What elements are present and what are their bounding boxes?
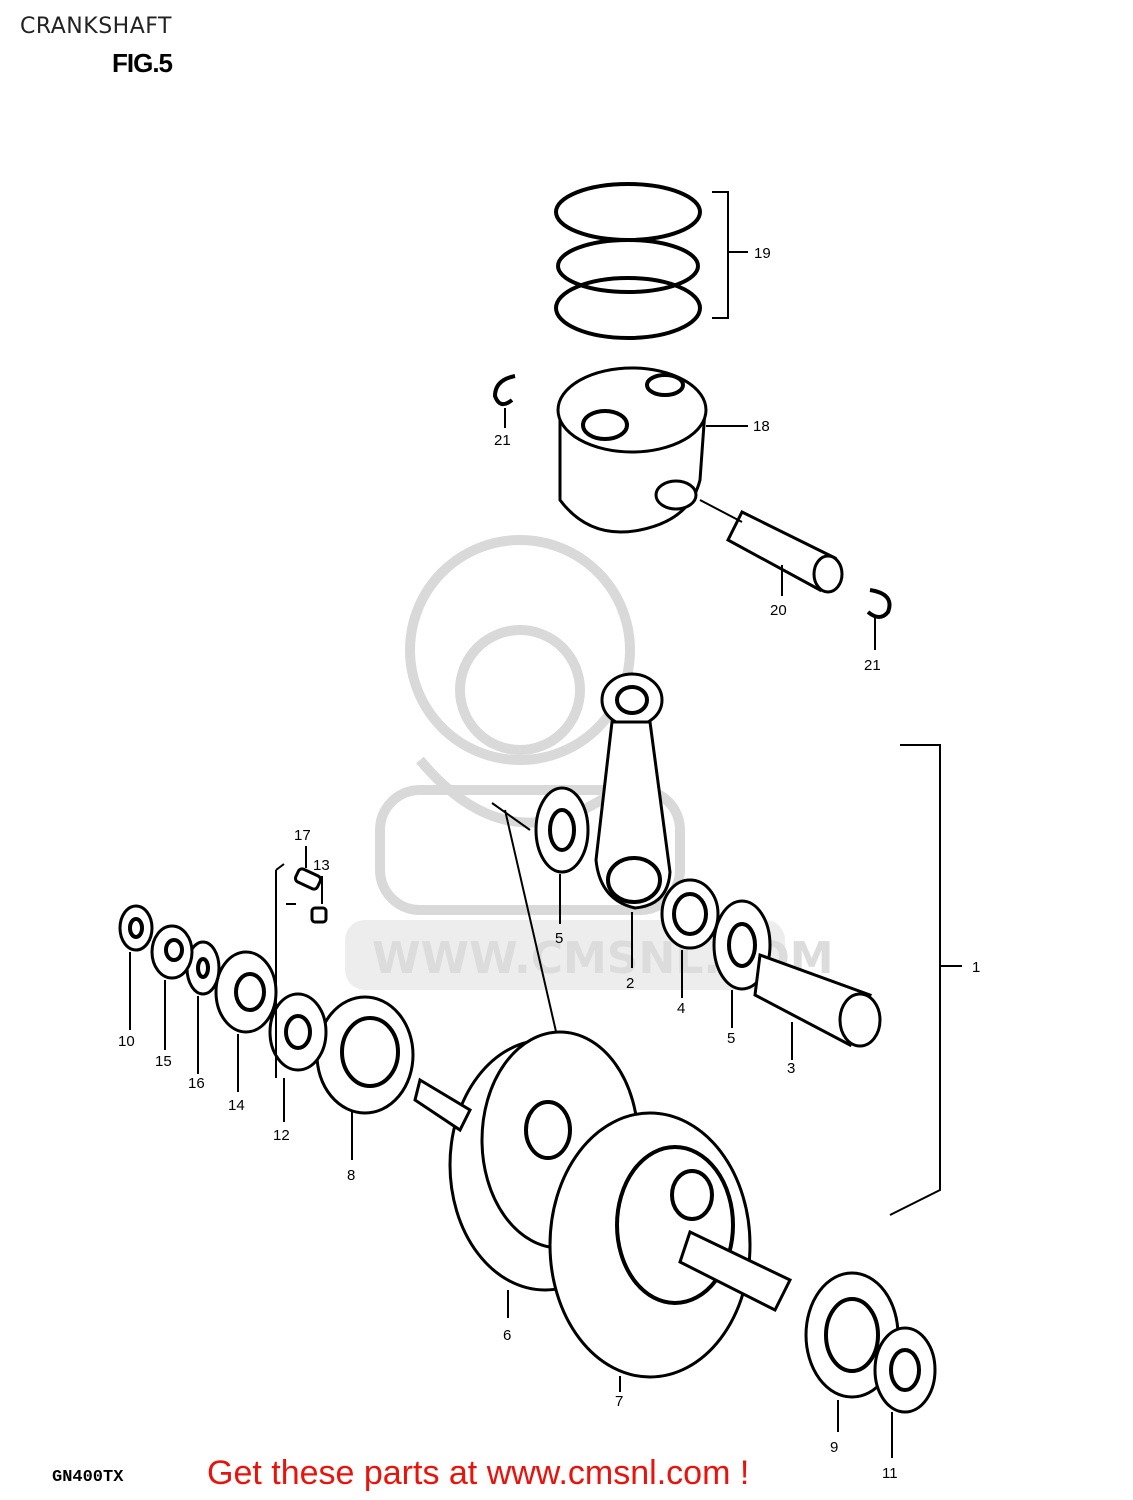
- cta-link[interactable]: Get these parts at www.cmsnl.com !: [207, 1454, 750, 1492]
- callout-16: 16: [188, 1075, 205, 1092]
- piston: [556, 366, 748, 534]
- page-title: CRANKSHAFT: [20, 14, 172, 39]
- callout-19: 19: [754, 245, 771, 262]
- callout-21-left: 21: [494, 432, 511, 449]
- callout-20: 20: [770, 602, 787, 619]
- right-crank-wheel: [548, 1111, 793, 1392]
- piston-pin-clip-left: [492, 374, 516, 428]
- callout-1: 1: [972, 959, 980, 976]
- thrust-washers: [534, 786, 772, 1028]
- callout-17: 17: [294, 827, 311, 844]
- callout-11: 11: [882, 1465, 898, 1482]
- callout-6: 6: [503, 1327, 511, 1344]
- callout-18: 18: [753, 418, 770, 435]
- callout-14: 14: [228, 1097, 245, 1114]
- woodruff-key: [286, 846, 328, 924]
- primary-drive-gear: [268, 863, 328, 1122]
- callout-9: 9: [830, 1439, 838, 1456]
- callout-labels: 19 18 21 20 21 1 17 13 5 2 4 5 3 10 15 1…: [118, 245, 980, 1482]
- callout-13: 13: [313, 857, 330, 874]
- piston-pin: [699, 499, 844, 596]
- callout-2: 2: [626, 975, 634, 992]
- callout-15: 15: [155, 1053, 172, 1070]
- figure-number: FIG.5: [112, 48, 173, 78]
- callout-7: 7: [615, 1393, 623, 1410]
- connecting-rod: [594, 672, 672, 968]
- callout-12: 12: [273, 1127, 290, 1144]
- callout-10: 10: [118, 1033, 135, 1050]
- pump-drive-gear: [214, 950, 278, 1092]
- callout-4: 4: [677, 1000, 685, 1017]
- callout-3: 3: [787, 1060, 795, 1077]
- oil-seal-left: [118, 904, 154, 1030]
- crank-pin: [753, 952, 882, 1060]
- crank-nut: [150, 924, 194, 1050]
- callout-5-right: 5: [727, 1030, 735, 1047]
- oil-seal-right: [873, 1326, 937, 1458]
- left-main-bearing: [315, 995, 415, 1160]
- callout-8: 8: [347, 1167, 355, 1184]
- piston-rings: [554, 182, 748, 340]
- piston-pin-clip-right: [866, 588, 892, 650]
- callout-5-left: 5: [555, 930, 563, 947]
- needle-bearing: [660, 878, 720, 998]
- callout-21-right: 21: [864, 657, 881, 674]
- model-code: GN400TX: [52, 1468, 124, 1487]
